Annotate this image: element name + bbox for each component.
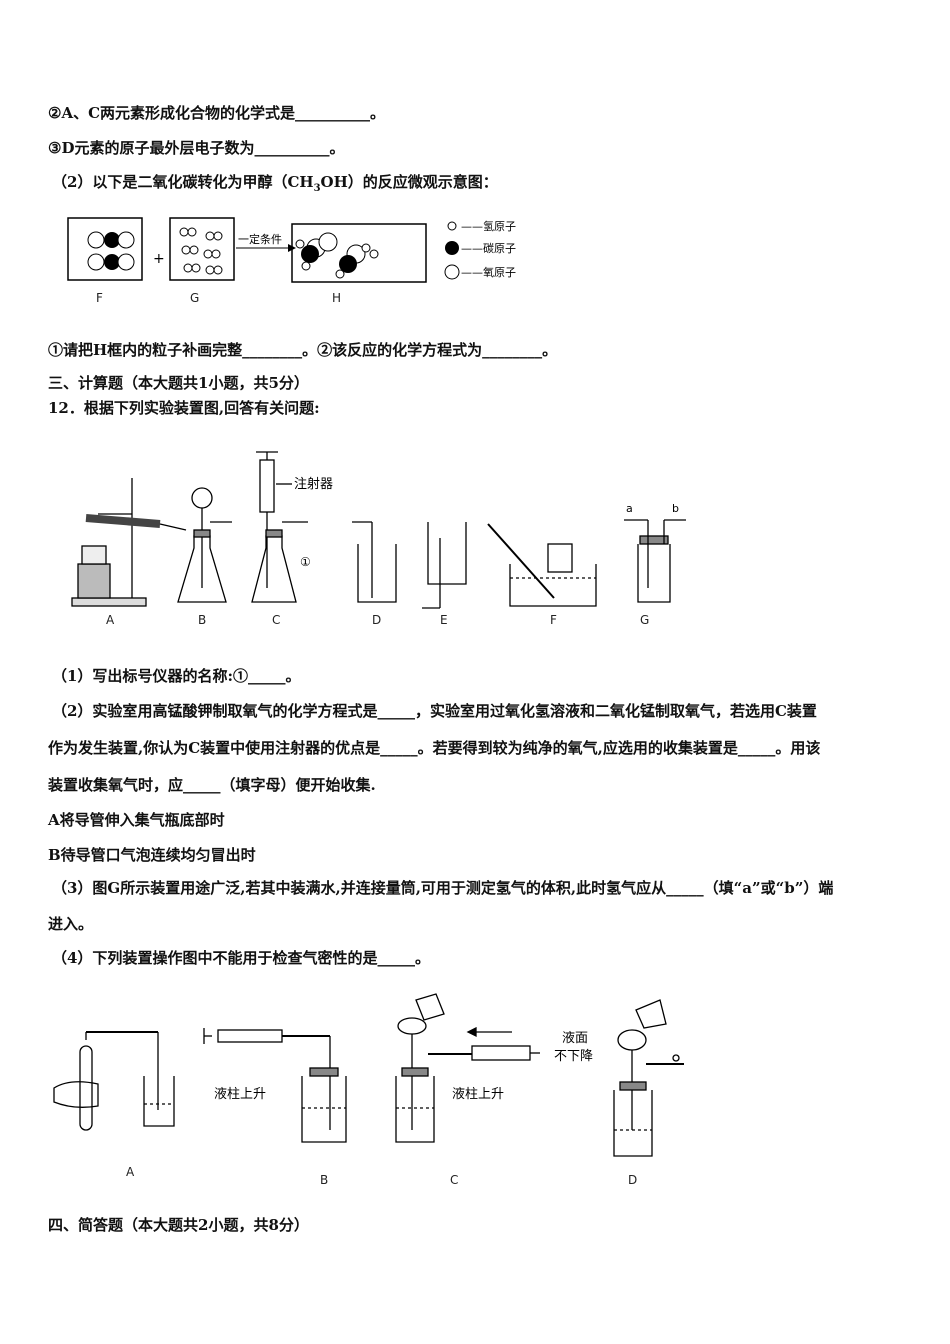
part-1: （1）写出标号仪器的名称:①_____。 (52, 667, 301, 685)
apparatus-f (487, 523, 597, 607)
setup-label-c: C (450, 1173, 458, 1187)
reaction-micro-diagram: + 一定条件 ——氢原子 ——碳原子 ——氧原子 F G H (67, 217, 516, 305)
condition-label: 一定条件 (238, 232, 282, 246)
h2-molecules (179, 227, 223, 275)
setup-label-b: B (320, 1173, 328, 1187)
airtightness-diagram: 液柱上升 液柱上升 液面 不下降 A B C D (53, 993, 684, 1187)
label-d: D (372, 613, 381, 627)
label-a: A (106, 613, 115, 627)
section-3-heading: 三、计算题（本大题共1小题，共5分） (48, 374, 309, 392)
box-label-f: F (96, 291, 103, 305)
option-a: A将导管伸入集气瓶底部时 (48, 811, 225, 829)
box-label-g: G (190, 291, 199, 305)
apparatus-d (352, 521, 397, 603)
port-a-label: a (626, 502, 633, 515)
syringe-label: 注射器 (294, 476, 333, 492)
carbon-atom-icon (445, 241, 459, 255)
box-label-h: H (332, 291, 341, 305)
port-b-label: b (672, 502, 679, 515)
question-line-3: ③D元素的原子最外层电子数为__________。 (48, 139, 345, 157)
liquid-rise-label-c: 液柱上升 (452, 1087, 504, 1102)
apparatus-g (624, 519, 686, 603)
label-b: B (198, 613, 206, 627)
label-g: G (640, 613, 649, 627)
label-c: C (272, 613, 280, 627)
apparatus-diagram: 注射器 ① a b A B C D E F G (71, 451, 686, 627)
product-molecules (295, 232, 379, 279)
setup-label-a: A (126, 1165, 135, 1179)
question-line-2: ②A、C两元素形成化合物的化学式是__________。 (48, 104, 386, 122)
legend-hydrogen: ——氢原子 (461, 219, 516, 233)
liquid-rise-label-b: 液柱上升 (214, 1087, 266, 1102)
level-label-line-2: 不下降 (554, 1049, 593, 1064)
part-3-line-2: 进入。 (48, 915, 94, 933)
question-h-box: ①请把H框内的粒子补画完整________。②该反应的化学方程式为_______… (48, 341, 558, 359)
co2-molecules (87, 231, 135, 271)
part-4: （4）下列装置操作图中不能用于检查气密性的是_____。 (52, 949, 430, 967)
plus-sign: + (153, 251, 165, 267)
setup-label-d: D (628, 1173, 637, 1187)
legend-oxygen: ——氧原子 (461, 265, 516, 279)
apparatus-c (251, 451, 308, 603)
level-label-line-1: 液面 (562, 1031, 588, 1046)
label-e: E (440, 613, 448, 627)
setup-c (395, 993, 540, 1143)
section-4-heading: 四、简答题（本大题共2小题，共8分） (48, 1216, 309, 1234)
sub-question-2: （2）以下是二氧化碳转化为甲醇（CH3OH）的反应微观示意图： (52, 173, 498, 194)
setup-d (613, 999, 684, 1157)
label-f: F (550, 613, 557, 627)
option-b: B待导管口气泡连续均匀冒出时 (48, 846, 256, 864)
legend-carbon: ——碳原子 (461, 241, 516, 255)
question-12: 12．根据下列实验装置图,回答有关问题: (48, 399, 320, 417)
apparatus-a (71, 478, 187, 607)
hydrogen-atom-icon (447, 221, 457, 231)
setup-a (53, 1031, 175, 1131)
marker-label: ① (300, 555, 311, 569)
setup-b (203, 1028, 347, 1143)
part-2-line-2: 作为发生装置,你认为C装置中使用注射器的优点是_____。若要得到较为纯净的氧气… (48, 739, 821, 757)
oxygen-atom-icon (444, 264, 460, 280)
apparatus-e (422, 522, 467, 609)
apparatus-b (177, 487, 232, 603)
part-2-line-3: 装置收集氧气时，应_____（填字母）便开始收集. (48, 776, 376, 794)
part-2-line-1: （2）实验室用高锰酸钾制取氧气的化学方程式是_____，实验室用过氧化氢溶液和二… (52, 702, 817, 720)
part-3-line-1: （3）图G所示装置用途广泛,若其中装满水,并连接量筒,可用于测定氢气的体积,此时… (52, 879, 834, 897)
